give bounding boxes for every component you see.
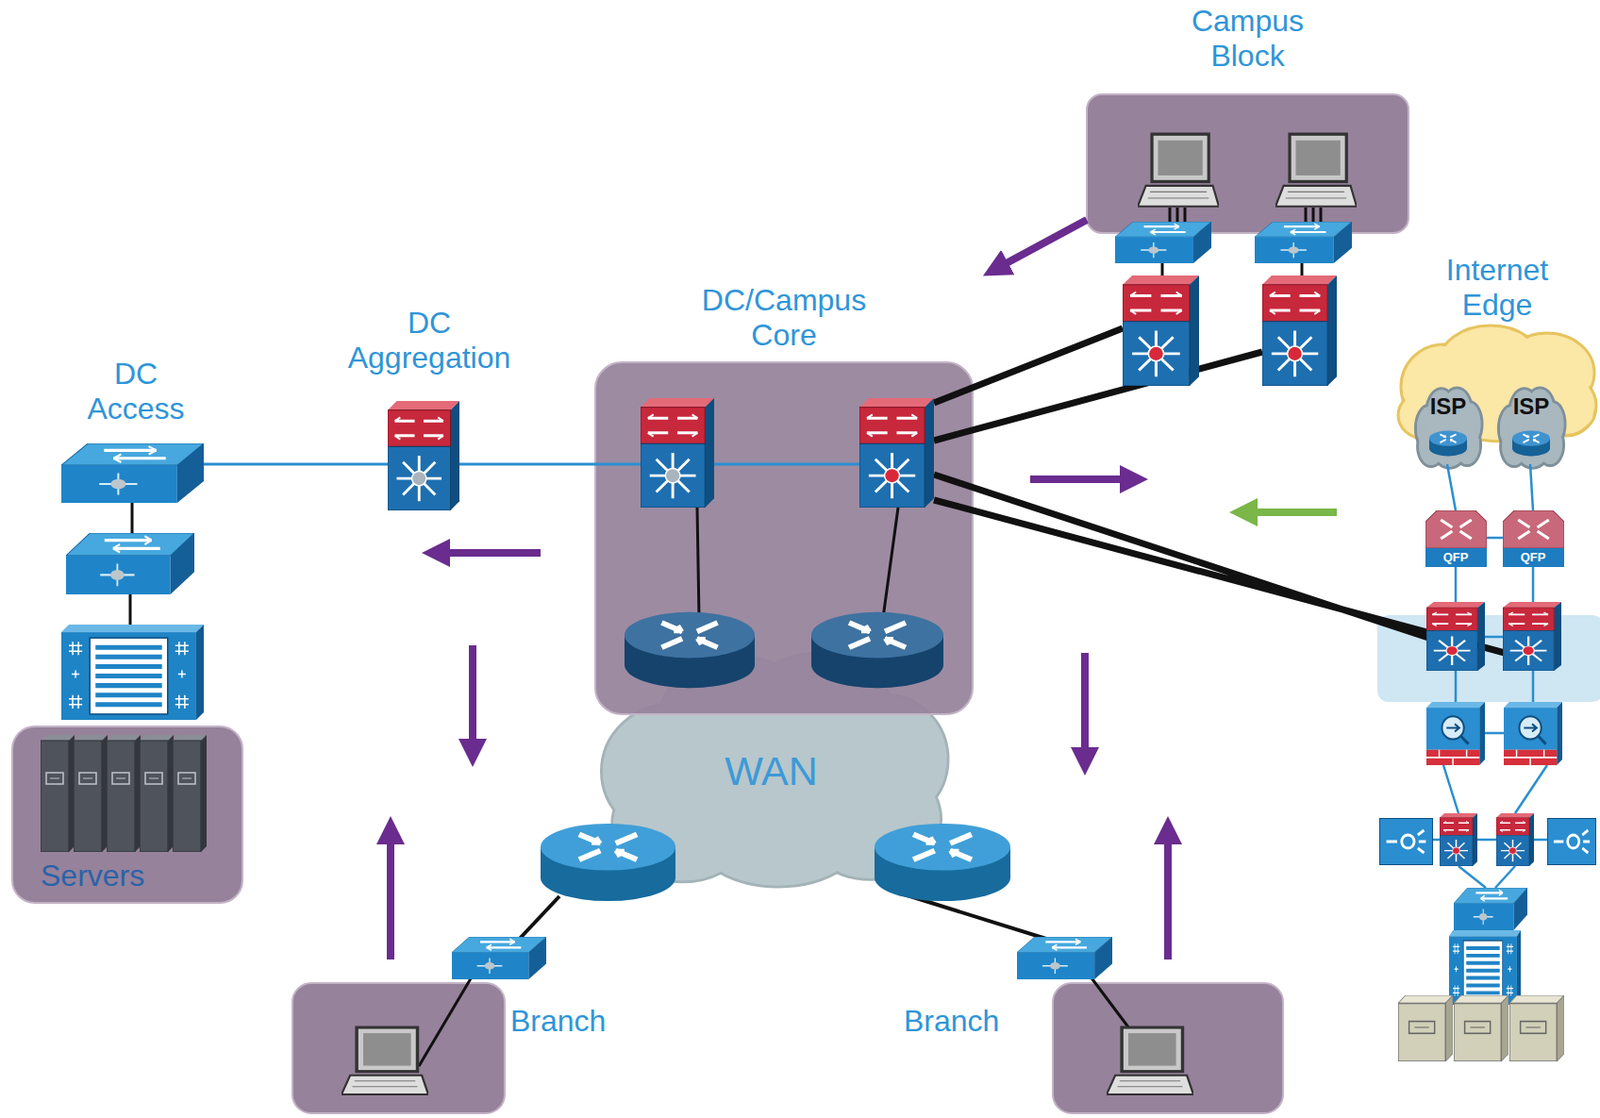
core-switch bbox=[640, 398, 715, 508]
isp-router bbox=[1429, 431, 1467, 457]
ids-appliance bbox=[1379, 817, 1434, 866]
node-text: WAN bbox=[724, 748, 818, 795]
edge-router bbox=[1425, 510, 1487, 567]
group-box bbox=[595, 362, 973, 715]
area-label: Internet Edge bbox=[1426, 252, 1568, 323]
wan-router bbox=[811, 612, 944, 688]
isp-cloud: ISP bbox=[1497, 386, 1566, 470]
device-badge: QFP bbox=[1502, 548, 1564, 567]
dmz-server bbox=[1453, 995, 1509, 1062]
server-tower bbox=[73, 734, 108, 852]
server-tower bbox=[139, 734, 174, 852]
node-text: DC/Campus Core bbox=[694, 283, 874, 353]
node-text: Servers bbox=[40, 858, 145, 894]
flow-arrow bbox=[468, 645, 477, 745]
edge-switch bbox=[1502, 601, 1562, 671]
flow-arrow bbox=[1002, 219, 1087, 266]
node-text: Campus Block bbox=[1172, 3, 1324, 74]
flow-arrow bbox=[386, 838, 395, 960]
isp-router bbox=[1512, 431, 1550, 457]
dmz-server bbox=[1509, 995, 1565, 1062]
campus-access-switch bbox=[1115, 221, 1212, 264]
node-text: ISP bbox=[1430, 394, 1467, 419]
wan-cloud: WAN bbox=[594, 650, 949, 892]
server-tower bbox=[172, 734, 207, 852]
campus-block-outline bbox=[1086, 3, 1409, 234]
campus-access-switch bbox=[1254, 221, 1352, 264]
traffic-arrows bbox=[390, 219, 1337, 960]
core-switch bbox=[859, 398, 934, 508]
group-box bbox=[12, 726, 243, 903]
edge-router bbox=[1502, 510, 1565, 567]
flow-arrow bbox=[1030, 475, 1126, 484]
wan-router bbox=[624, 612, 755, 688]
branch-router bbox=[874, 823, 1011, 901]
cloud-shape bbox=[1415, 387, 1483, 468]
group-box bbox=[1052, 983, 1284, 1114]
branch-switch bbox=[1016, 936, 1113, 980]
edge-switch bbox=[1426, 601, 1485, 671]
core-block: DC/Campus Core bbox=[595, 283, 973, 715]
campus-block: Campus Block bbox=[1086, 3, 1409, 234]
branch-router bbox=[540, 823, 676, 901]
device-label: DC Access bbox=[74, 356, 198, 427]
server-tower bbox=[106, 734, 141, 852]
ids-appliance bbox=[1547, 817, 1597, 866]
flow-arrow bbox=[1251, 508, 1337, 517]
servers-box: Servers bbox=[12, 726, 243, 903]
link-lines bbox=[130, 207, 1548, 1067]
cloud-shape bbox=[601, 653, 950, 887]
node-text: Branch bbox=[903, 1003, 1000, 1039]
branch-box-outline bbox=[292, 983, 623, 1116]
blade-chassis bbox=[61, 624, 204, 720]
device-label: DC Aggregation bbox=[328, 305, 532, 376]
node-text: Branch bbox=[510, 1003, 606, 1039]
cloud-shape bbox=[1498, 387, 1566, 468]
branch-box: Branch bbox=[292, 983, 623, 1116]
service-switch bbox=[66, 533, 195, 595]
device-badge: QFP bbox=[1425, 548, 1486, 567]
firewall bbox=[1426, 701, 1485, 766]
aggregation-switch bbox=[387, 400, 460, 511]
flow-arrow bbox=[444, 549, 541, 557]
firewall bbox=[1503, 701, 1563, 766]
distribution-switch bbox=[1262, 275, 1337, 386]
access-switch bbox=[61, 443, 204, 503]
dmz-access-switch bbox=[1453, 887, 1528, 931]
dmz-switch bbox=[1496, 813, 1534, 867]
dmz-switch bbox=[1439, 813, 1478, 867]
branch-switch bbox=[451, 936, 547, 980]
branch-box-outline bbox=[896, 983, 1284, 1116]
node-text: ISP bbox=[1513, 394, 1550, 419]
dmz-server bbox=[1398, 995, 1453, 1062]
group-box bbox=[292, 983, 505, 1114]
server-tower bbox=[40, 734, 75, 852]
branch-box: Branch bbox=[896, 983, 1284, 1116]
network-devices bbox=[40, 133, 1597, 1095]
isp-cloud: ISP bbox=[1414, 386, 1483, 470]
dmz-chassis bbox=[1449, 930, 1521, 1005]
group-box bbox=[1086, 94, 1409, 234]
flow-arrow bbox=[1164, 838, 1172, 960]
flow-arrow bbox=[1081, 652, 1089, 753]
distribution-switch bbox=[1122, 275, 1200, 386]
